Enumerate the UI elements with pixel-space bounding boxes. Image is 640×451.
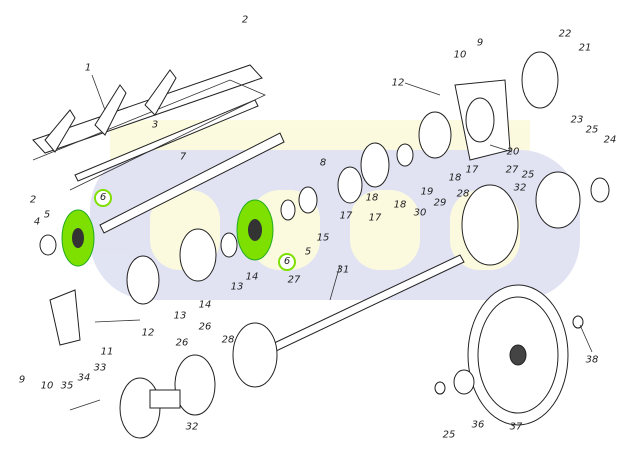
callout-label: 36 (471, 419, 485, 431)
callout-label: 28 (221, 334, 235, 346)
callout-label: 3 (151, 119, 159, 131)
callout-label: 25 (442, 429, 456, 441)
callout-label: 2 (241, 14, 249, 26)
callout-label: 15 (316, 232, 330, 244)
callout-label: 9 (476, 37, 484, 49)
callout-label: 33 (93, 362, 107, 374)
callout-label: 18 (448, 172, 462, 184)
callout-label: 17 (465, 164, 479, 176)
callout-label: 21 (578, 42, 592, 54)
callout-label: 12 (391, 77, 405, 89)
callout-label: 26 (175, 337, 189, 349)
callout-label: 23 (570, 114, 584, 126)
callout-label: 1 (84, 62, 92, 74)
callout-label: 8 (319, 157, 327, 169)
callout-label: 17 (339, 210, 353, 222)
callout-label: 4 (33, 216, 41, 228)
callout-label: 9 (18, 374, 26, 386)
washers-and-discs (39, 51, 559, 305)
callout-label: 2 (29, 194, 37, 206)
callout-label: 26 (198, 321, 212, 333)
green-pulley-left (61, 209, 95, 267)
callout-label: 18 (393, 199, 407, 211)
callout-label: 32 (513, 182, 527, 194)
callout-label: 19 (420, 186, 434, 198)
callout-label: 10 (453, 49, 467, 61)
callout-label: 30 (413, 207, 427, 219)
callout-label: 29 (433, 197, 447, 209)
callout-label: 14 (245, 271, 259, 283)
callout-label: 20 (506, 146, 520, 158)
callout-label: 32 (185, 421, 199, 433)
callout-label: 13 (230, 281, 244, 293)
callout-label: 25 (585, 124, 599, 136)
green-pulley-center (236, 199, 274, 261)
callout-label: 31 (336, 264, 350, 276)
callout-label: 17 (368, 212, 382, 224)
callout-label: 38 (585, 354, 599, 366)
callout-label: 27 (505, 164, 519, 176)
callout-label: 27 (287, 274, 301, 286)
callout-label: 12 (141, 327, 155, 339)
leader-lines (91, 74, 593, 353)
callout-label: 25 (521, 169, 535, 181)
callout-label: 24 (603, 134, 617, 146)
callout-label: 13 (173, 310, 187, 322)
callout-label: 28 (456, 188, 470, 200)
callout-label: 5 (304, 246, 312, 258)
callout-label: 7 (179, 151, 187, 163)
callout-label: 34 (77, 372, 91, 384)
rails (32, 64, 285, 234)
callout-label: 37 (509, 421, 523, 433)
callout-label: 35 (60, 380, 74, 392)
callout-label: 5 (43, 209, 51, 221)
highlighted-callout-label: 6 (94, 189, 112, 207)
callout-label: 10 (40, 380, 54, 392)
callout-label: 11 (100, 346, 114, 358)
highlighted-callout-label: 6 (278, 253, 296, 271)
callout-label: 14 (198, 299, 212, 311)
callout-label: 22 (558, 28, 572, 40)
large-pulley (434, 284, 584, 426)
links (44, 69, 177, 153)
callout-label: 18 (365, 192, 379, 204)
main-shaft (232, 171, 610, 388)
lower-hubs (49, 289, 216, 439)
